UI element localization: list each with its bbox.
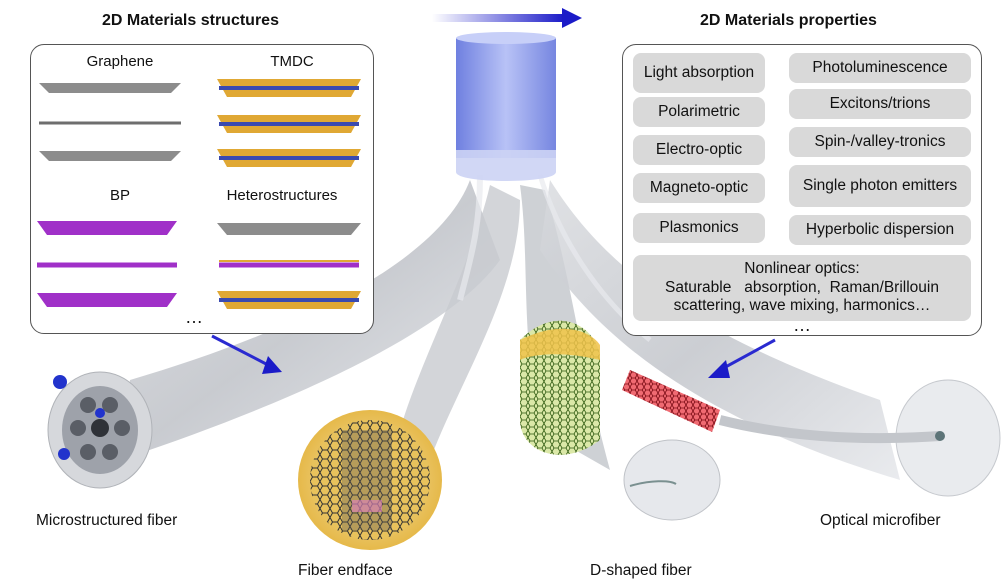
- property-hyperbolic-dispersion: Hyperbolic dispersion: [789, 215, 971, 245]
- bp-layers: [37, 221, 177, 307]
- fiber-core-cylinder: [456, 32, 556, 181]
- material-label-bp: BP: [109, 187, 130, 204]
- structures-panel: Graphene TMDC BP Heterostructures: [30, 44, 374, 334]
- properties-panel: Light absorption Photoluminescence Polar…: [622, 44, 982, 336]
- properties-ellipsis: …: [793, 315, 813, 335]
- property-excitons-trions: Excitons/trions: [789, 89, 971, 119]
- property-single-photon-emitters: Single photon emitters: [789, 165, 971, 207]
- property-plasmonics: Plasmonics: [633, 213, 765, 243]
- nanotube-on-microfiber: [622, 370, 1001, 497]
- property-spin-valley-tronics: Spin-/valley-tronics: [789, 127, 971, 157]
- property-photoluminescence: Photoluminescence: [789, 53, 971, 83]
- nonlinear-line-1: Nonlinear optics:: [744, 260, 860, 278]
- caption-d-shaped-fiber: D-shaped fiber: [590, 562, 692, 579]
- right-diagonal-arrow: [708, 338, 776, 378]
- material-label-tmdc: TMDC: [270, 53, 314, 70]
- nonlinear-line-2: Saturable absorption, Raman/Brillouin: [665, 278, 939, 296]
- structures-title: 2D Materials structures: [102, 12, 279, 29]
- heterostructure-layers: [217, 223, 361, 309]
- fiber-endface-disk: [298, 410, 442, 550]
- material-label-heterostructures: Heterostructures: [226, 187, 338, 204]
- graphene-layers: [39, 83, 181, 161]
- material-label-graphene: Graphene: [86, 53, 154, 70]
- property-nonlinear-optics: Nonlinear optics: Saturable absorption, …: [633, 255, 971, 321]
- property-electro-optic: Electro-optic: [633, 135, 765, 165]
- structures-ellipsis: …: [185, 307, 205, 327]
- structures-artwork: [37, 79, 361, 309]
- tmdc-layers: [217, 79, 361, 167]
- nonlinear-line-3: scattering, wave mixing, harmonics…: [673, 297, 931, 315]
- property-polarimetric: Polarimetric: [633, 97, 765, 127]
- properties-title: 2D Materials properties: [700, 12, 877, 29]
- caption-microstructured-fiber: Microstructured fiber: [36, 512, 178, 529]
- d-shaped-fiber: [520, 320, 721, 521]
- left-diagonal-arrow: [211, 334, 282, 374]
- property-light-absorption: Light absorption: [633, 53, 765, 93]
- caption-fiber-endface: Fiber endface: [298, 562, 393, 579]
- top-arrow: [432, 8, 582, 28]
- caption-optical-microfiber: Optical microfiber: [820, 512, 941, 529]
- microstructured-fiber-end: [47, 371, 153, 489]
- property-magneto-optic: Magneto-optic: [633, 173, 765, 203]
